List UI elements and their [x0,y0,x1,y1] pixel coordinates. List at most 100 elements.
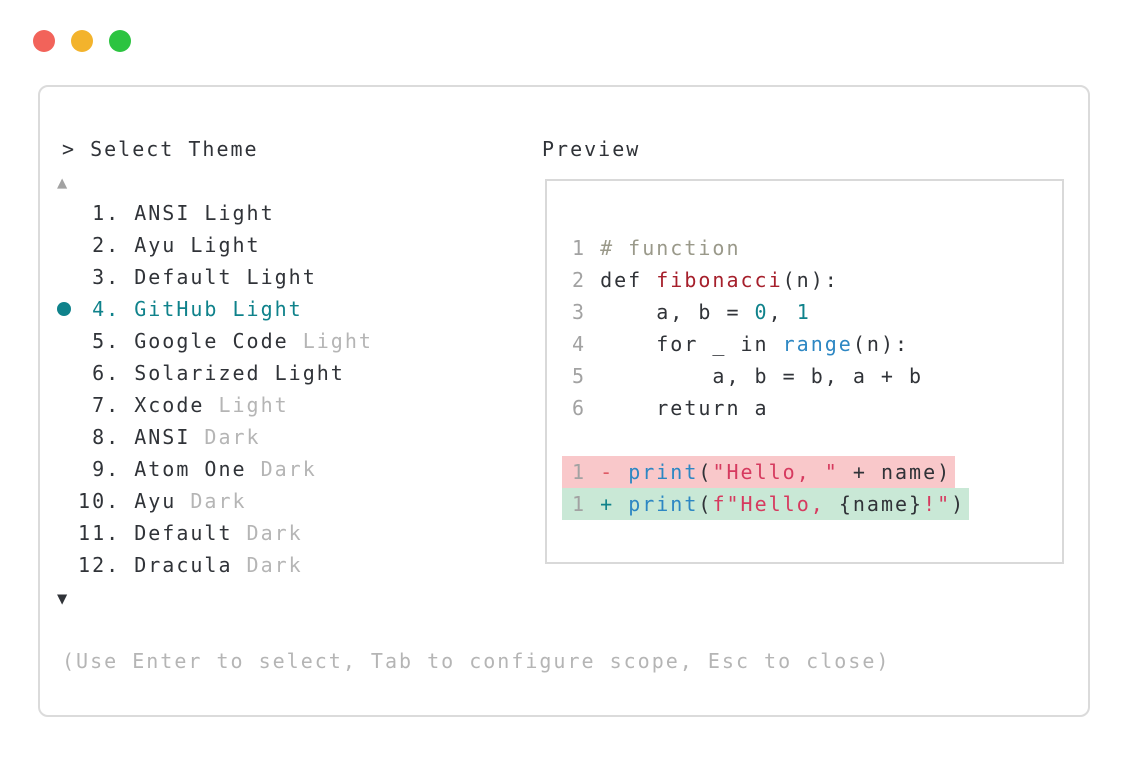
zoom-button[interactable] [109,30,131,52]
theme-name: Google Code [134,329,289,353]
theme-variant: Dark [190,425,261,449]
code-token: a, b = [600,300,755,324]
preview-title: Preview [542,137,641,161]
theme-number: 3. [64,265,135,289]
theme-option-dracula-dark[interactable]: 12. Dracula Dark [64,549,373,581]
code-token: ( [698,492,713,516]
code-token: 0 [754,300,769,324]
scroll-down-icon[interactable]: ▼ [57,589,70,609]
selected-bullet [57,302,71,316]
line-number: 1 [572,236,601,260]
theme-number: 4. [64,297,135,321]
code-token: return a [600,396,769,420]
code-token: 1 [796,300,811,324]
theme-option-xcode-light[interactable]: 7. Xcode Light [64,389,373,421]
theme-option-ayu-dark[interactable]: 10. Ayu Dark [64,485,373,517]
theme-name: Dracula [134,553,233,577]
code-line: 6 return a [572,392,969,424]
theme-number: 9. [64,457,135,481]
theme-option-github-light[interactable]: 4. GitHub Light [57,293,373,325]
diff-removed-line: 1 - print("Hello, " + name) [562,456,956,488]
theme-filter-prompt[interactable]: > Select Theme [62,137,259,161]
theme-variant: Light [190,201,275,225]
theme-option-ansi-dark[interactable]: 8. ANSI Dark [64,421,373,453]
window-controls [33,30,131,52]
code-token: # function [600,236,741,260]
code-token: print [628,492,699,516]
theme-variant: Dark [232,553,303,577]
diff-removed-sign: - [600,460,629,484]
theme-number: 2. [64,233,135,257]
help-text: (Use Enter to select, Tab to configure s… [62,649,891,673]
theme-number: 10. [64,489,135,513]
code-token: def [600,268,657,292]
theme-number: 1. [64,201,135,225]
theme-variant: Light [204,393,289,417]
theme-number: 6. [64,361,135,385]
line-number: 6 [572,396,601,420]
theme-option-ayu-light[interactable]: 2. Ayu Light [64,229,373,261]
code-token: a, b = b, a + b [600,364,924,388]
theme-option-default-dark[interactable]: 11. Default Dark [64,517,373,549]
line-number: 1 [572,460,601,484]
theme-option-solarized-light[interactable]: 6. Solarized Light [64,357,373,389]
theme-variant: Light [288,329,373,353]
code-token: fibonacci [656,268,783,292]
theme-name: Ayu [134,489,177,513]
code-token: !" [923,492,952,516]
theme-variant: Light [176,233,261,257]
scroll-up-icon[interactable]: ▲ [57,173,70,193]
line-number: 3 [572,300,601,324]
theme-number: 5. [64,329,135,353]
theme-picker-dialog: > Select Theme Preview ▲ 1. ANSI Light 2… [38,85,1090,717]
code-line: 1 # function [572,232,969,264]
theme-name: Xcode [134,393,205,417]
code-token: (n): [852,332,910,356]
theme-name: Atom One [134,457,247,481]
theme-name: Solarized [134,361,261,385]
theme-option-google-code-light[interactable]: 5. Google Code Light [64,325,373,357]
theme-number: 11. [64,521,135,545]
theme-name: GitHub [134,297,219,321]
code-token: {name} [838,492,924,516]
code-token: for _ in [600,332,783,356]
code-token: , [768,300,797,324]
code-line: 4 for _ in range(n): [572,328,969,360]
theme-variant: Dark [176,489,247,513]
code-token: "Hello, " [712,460,839,484]
line-number: 2 [572,268,601,292]
theme-option-ansi-light[interactable]: 1. ANSI Light [64,197,373,229]
theme-variant: Dark [246,457,317,481]
code-token: + name) [838,460,952,484]
theme-variant: Light [218,297,303,321]
diff-added-sign: + [600,492,629,516]
diff-added-line: 1 + print(f"Hello, {name}!") [562,488,970,520]
line-number: 1 [572,492,601,516]
theme-number: 8. [64,425,135,449]
code-token: (n): [782,268,839,292]
theme-variant: Light [232,265,317,289]
code-token: ) [951,492,966,516]
close-button[interactable] [33,30,55,52]
theme-list: 1. ANSI Light 2. Ayu Light 3. Default Li… [57,197,373,581]
code-token: f"Hello, [712,492,839,516]
theme-option-atom-one-dark[interactable]: 9. Atom One Dark [64,453,373,485]
code-token: range [782,332,853,356]
theme-name: ANSI [134,201,191,225]
theme-variant: Dark [232,521,303,545]
line-number: 4 [572,332,601,356]
theme-variant: Light [260,361,345,385]
code-line: 2 def fibonacci(n): [572,264,969,296]
minimize-button[interactable] [71,30,93,52]
code-line: 3 a, b = 0, 1 [572,296,969,328]
theme-number: 12. [64,553,135,577]
theme-name: Default [134,265,233,289]
theme-name: ANSI [134,425,191,449]
code-token: print [628,460,699,484]
theme-option-default-light[interactable]: 3. Default Light [64,261,373,293]
code-line: 5 a, b = b, a + b [572,360,969,392]
theme-number: 7. [64,393,135,417]
